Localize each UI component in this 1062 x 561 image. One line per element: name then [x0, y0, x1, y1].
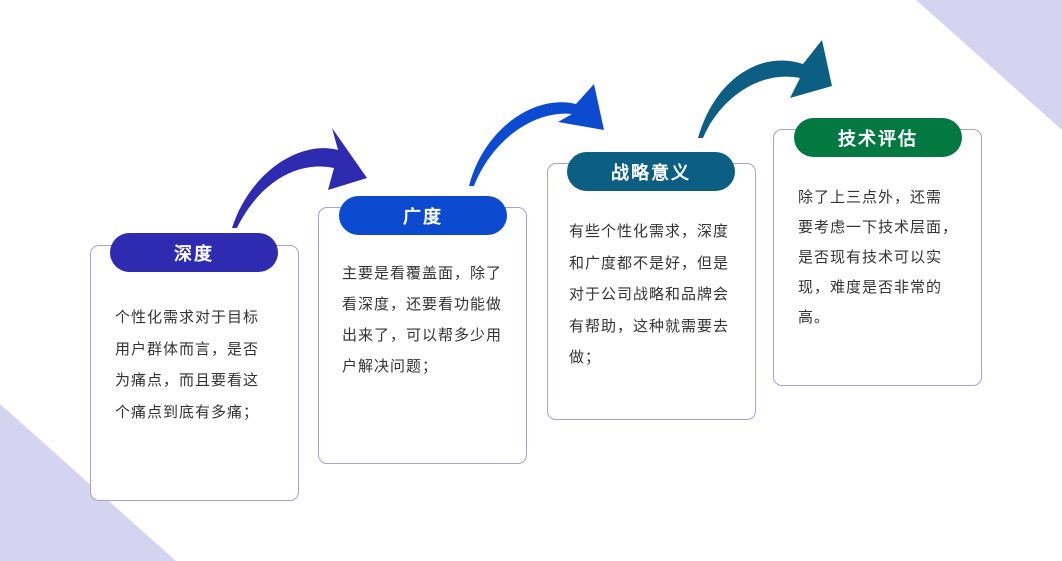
step-3-title-pill: 战略意义 — [567, 152, 735, 191]
step-card-1: 个性化需求对于目标 用户群体而言，是否 为痛点，而且要看这 个痛点到底有多痛； — [90, 245, 299, 501]
step-1-title-pill: 深度 — [110, 233, 278, 272]
curved-arrow-icon-1 — [232, 128, 367, 228]
step-card-2: 主要是看覆盖面，除了 看深度，还要看功能做 出来了，可以帮多少用 户解决问题； — [318, 207, 527, 464]
step-1-description: 个性化需求对于目标 用户群体而言，是否 为痛点，而且要看这 个痛点到底有多痛； — [115, 308, 260, 421]
step-2-title: 广度 — [403, 206, 443, 228]
step-card-4: 除了上三点外，还需 要考虑一下技术层面， 是否现有技术可以实 现，难度是否非常的… — [773, 129, 982, 386]
step-3-title: 战略意义 — [611, 162, 691, 184]
step-3-description: 有些个性化需求，深度 和广度都不是好，但是 对于公司战略和品牌会 有帮助，这种就… — [569, 222, 730, 366]
step-4-title: 技术评估 — [838, 128, 918, 150]
step-1-title: 深度 — [174, 243, 214, 265]
step-4-title-pill: 技术评估 — [794, 118, 962, 157]
curved-arrow-icon-3 — [698, 40, 832, 138]
curved-arrow-icon-2 — [469, 84, 604, 186]
step-4-description: 除了上三点外，还需 要考虑一下技术层面， 是否现有技术可以实 现，难度是否非常的… — [798, 188, 959, 326]
step-2-title-pill: 广度 — [339, 196, 507, 235]
step-card-3: 有些个性化需求，深度 和广度都不是好，但是 对于公司战略和品牌会 有帮助，这种就… — [547, 163, 756, 420]
step-2-description: 主要是看覆盖面，除了 看深度，还要看功能做 出来了，可以帮多少用 户解决问题； — [342, 264, 503, 375]
